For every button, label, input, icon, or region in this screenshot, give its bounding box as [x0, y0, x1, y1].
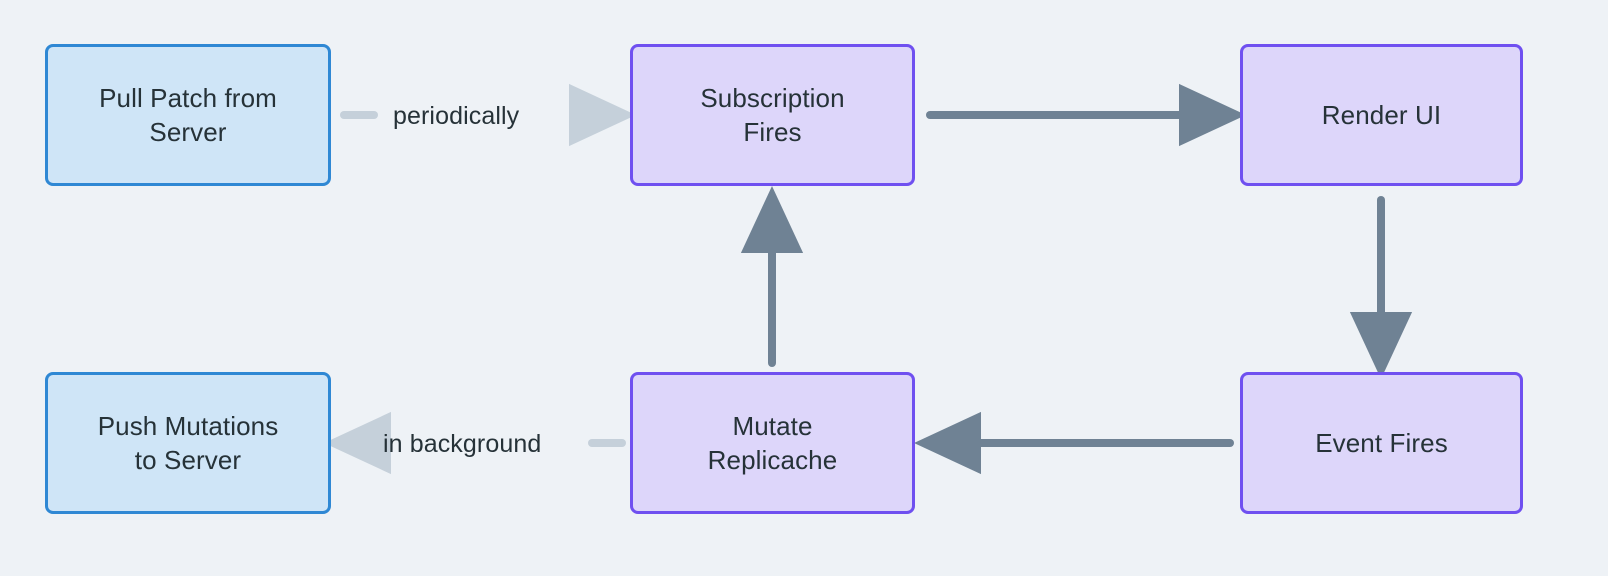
- node-label: Push Mutations to Server: [97, 410, 279, 475]
- node-push-mutations-to-server[interactable]: Push Mutations to Server: [45, 372, 331, 514]
- node-label: Pull Patch from Server: [99, 82, 277, 147]
- node-pull-patch-from-server[interactable]: Pull Patch from Server: [45, 44, 331, 186]
- edge-label-periodically: periodically: [393, 102, 520, 130]
- node-event-fires[interactable]: Event Fires: [1240, 372, 1523, 514]
- node-label: Event Fires: [1315, 427, 1448, 458]
- node-label: Mutate Replicache: [707, 410, 838, 475]
- node-label: Render UI: [1321, 99, 1442, 130]
- node-subscription-fires[interactable]: Subscription Fires: [630, 44, 915, 186]
- node-mutate-replicache[interactable]: Mutate Replicache: [630, 372, 915, 514]
- edge-label-in-background: in background: [383, 430, 542, 458]
- node-label: Subscription Fires: [700, 82, 845, 147]
- node-render-ui[interactable]: Render UI: [1240, 44, 1523, 186]
